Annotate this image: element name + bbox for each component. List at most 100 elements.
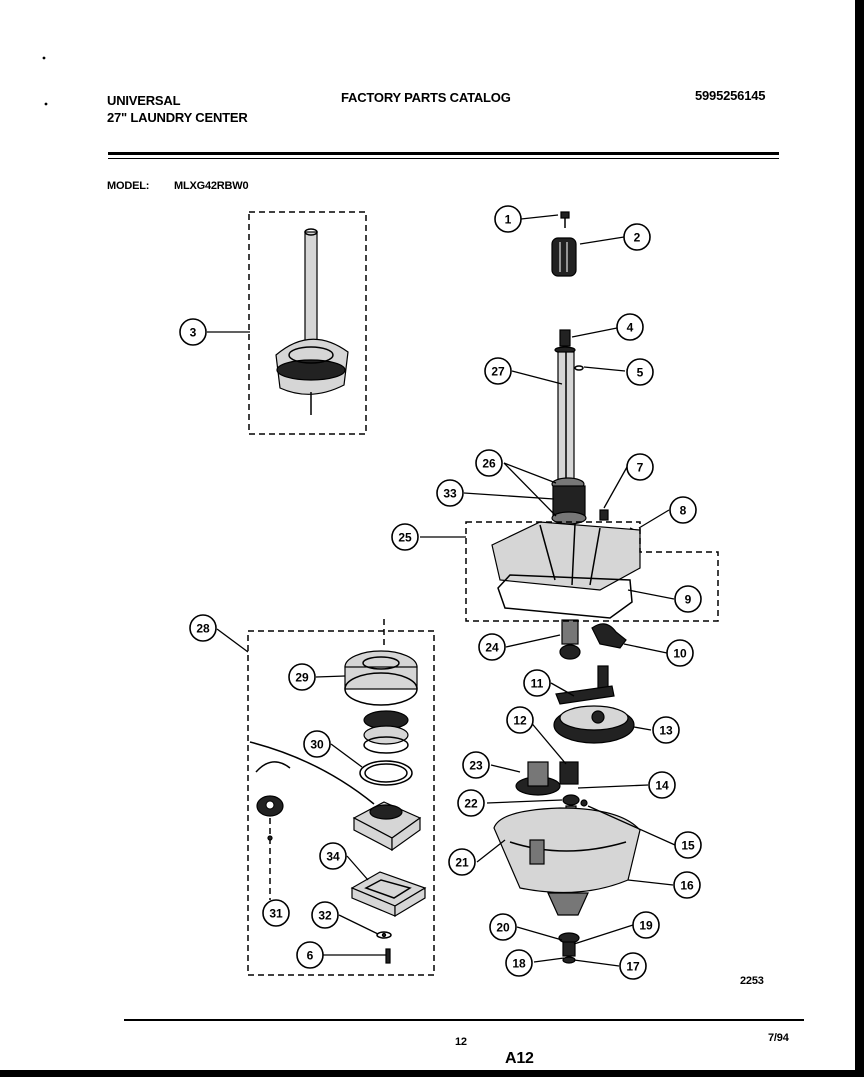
cover-gasket-box: [465, 521, 719, 622]
callout-1: 1: [494, 205, 522, 233]
callout-label: 19: [639, 919, 653, 933]
scan-border-bottom: [0, 1070, 864, 1077]
callout-21: 21: [448, 848, 476, 876]
callout-label: 7: [637, 461, 644, 475]
callout-6: 6: [296, 941, 324, 969]
part-23-hub: [527, 761, 549, 787]
callout-circle: [673, 871, 701, 899]
callout-label: 3: [190, 326, 197, 340]
callout-label: 16: [680, 879, 694, 893]
callout-label: 5: [637, 366, 644, 380]
callout-12: 12: [506, 706, 534, 734]
kit-28-box: [247, 630, 435, 976]
part-24-pinion: [561, 619, 579, 645]
callout-label: 10: [673, 647, 687, 661]
part-4-shaft-tip: [559, 329, 571, 347]
callout-13: 13: [652, 716, 680, 744]
callout-circle: [478, 633, 506, 661]
callout-circle: [489, 913, 517, 941]
callout-label: 31: [269, 907, 283, 921]
callout-circle: [506, 706, 534, 734]
callout-label: 18: [512, 957, 526, 971]
callout-10: 10: [666, 639, 694, 667]
callout-22: 22: [457, 789, 485, 817]
callout-29: 29: [288, 663, 316, 691]
model-label: MODEL:: [107, 180, 150, 192]
part-32-washer: [376, 931, 392, 939]
section-code: A12: [505, 1050, 534, 1067]
brand-name: UNIVERSAL: [107, 93, 181, 108]
assembly-3-shaft-tip: [304, 228, 318, 236]
callout-25: 25: [391, 523, 419, 551]
callout-label: 1: [505, 213, 512, 227]
callout-circle: [652, 716, 680, 744]
assembly-3-shaft: [304, 231, 318, 343]
inset-snap-ring: [255, 761, 291, 773]
callout-label: 32: [318, 909, 332, 923]
callout-circle: [462, 751, 490, 779]
part-33-bearing: [552, 485, 586, 517]
callout-circle: [674, 831, 702, 859]
callout-label: 23: [469, 759, 483, 773]
callout-label: 29: [295, 671, 309, 685]
callout-circle: [319, 842, 347, 870]
scan-mark: [42, 56, 46, 60]
callout-4: 4: [616, 313, 644, 341]
callout-33: 33: [436, 479, 464, 507]
scan-mark: [44, 102, 48, 106]
callout-2: 2: [623, 223, 651, 251]
callout-26: 26: [475, 449, 503, 477]
callout-circle: [626, 358, 654, 386]
callout-circle: [494, 205, 522, 233]
callout-circle: [311, 901, 339, 929]
callout-circle: [475, 449, 503, 477]
part-5-pin: [574, 365, 584, 371]
scan-border-right: [855, 0, 864, 1077]
callout-circle: [189, 614, 217, 642]
callout-circle: [666, 639, 694, 667]
part-1-bolt-head: [560, 211, 570, 219]
part-21-post: [529, 839, 545, 865]
callout-label: 26: [482, 457, 496, 471]
callout-18: 18: [505, 949, 533, 977]
part-11-link: [555, 685, 615, 705]
callout-circle: [669, 496, 697, 524]
assembly-3-gear-ring: [276, 359, 346, 381]
callout-19: 19: [632, 911, 660, 939]
header-rule-bottom: [108, 158, 779, 159]
callout-circle: [626, 453, 654, 481]
callout-circle: [436, 479, 464, 507]
callout-circle: [179, 318, 207, 346]
figure-code: 2253: [740, 975, 764, 987]
part-13-pinion: [559, 761, 579, 785]
callout-circle: [262, 899, 290, 927]
callout-circle: [632, 911, 660, 939]
assembly-3-hub: [288, 346, 334, 364]
callout-label: 27: [491, 365, 505, 379]
callout-circle: [674, 585, 702, 613]
callout-circle: [484, 357, 512, 385]
callout-15: 15: [674, 831, 702, 859]
callout-label: 9: [685, 593, 692, 607]
part-2-sleeve: [551, 237, 577, 277]
callout-circle: [391, 523, 419, 551]
callout-label: 28: [196, 622, 210, 636]
callout-label: 12: [513, 714, 527, 728]
callout-31: 31: [262, 899, 290, 927]
part-19-bushing: [562, 941, 576, 957]
callout-24: 24: [478, 633, 506, 661]
callout-7: 7: [626, 453, 654, 481]
callout-circle: [619, 952, 647, 980]
part-10-crank: [591, 623, 627, 649]
callout-27: 27: [484, 357, 512, 385]
part-7-fastener: [599, 509, 609, 521]
page-number: 12: [455, 1036, 467, 1048]
part-25-ribs: [539, 523, 601, 586]
callout-label: 20: [496, 921, 510, 935]
part-24-gear: [559, 644, 581, 660]
callout-label: 8: [680, 504, 687, 518]
callout-label: 6: [307, 949, 314, 963]
header-rule-top: [108, 152, 779, 155]
